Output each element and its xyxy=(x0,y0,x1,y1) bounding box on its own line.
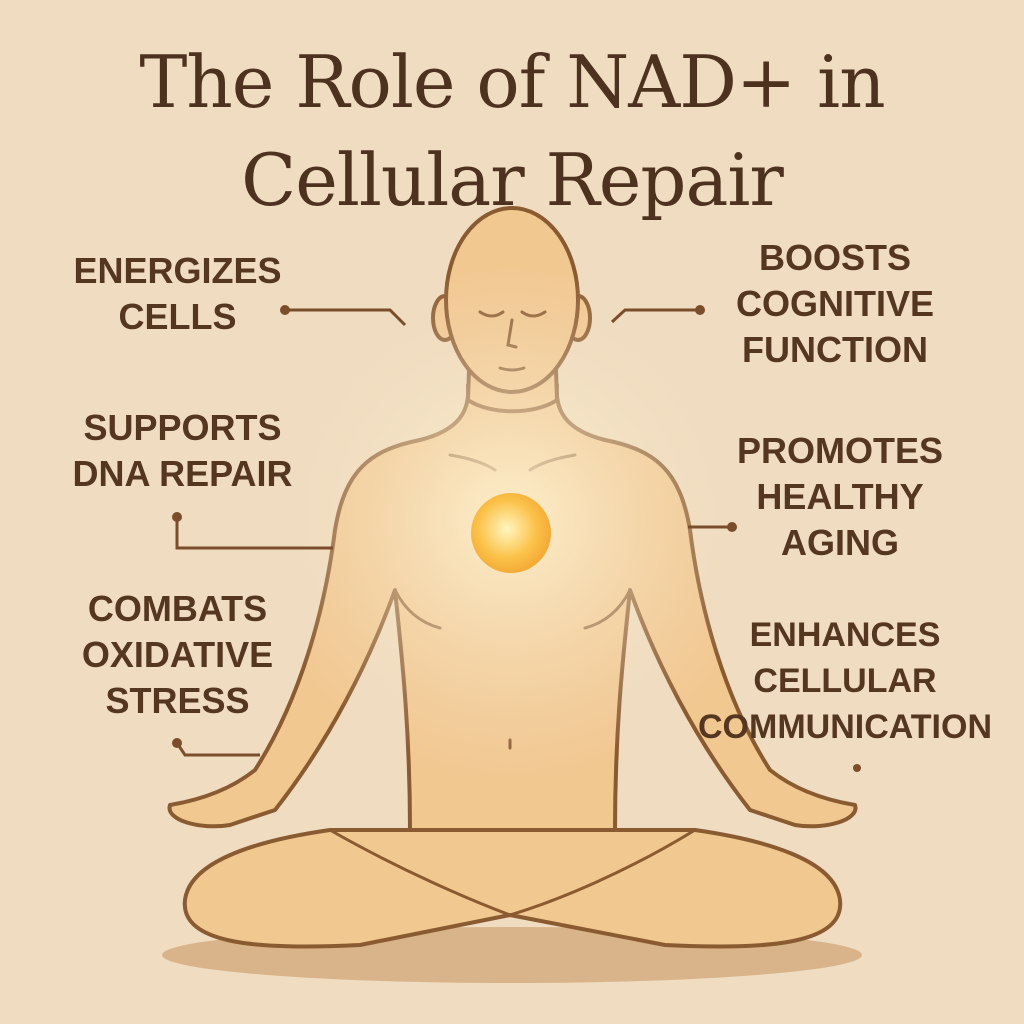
label-line: DNA REPAIR xyxy=(72,453,293,494)
label-line: HEALTHY xyxy=(756,476,924,517)
label-line: AGING xyxy=(780,522,899,563)
label-line: OXIDATIVE xyxy=(81,634,274,675)
label-combats-oxidative-stress: COMBATS OXIDATIVE STRESS xyxy=(65,586,290,724)
label-line: ENERGIZES xyxy=(73,250,282,291)
label-line: CELLULAR xyxy=(753,662,937,700)
nad-energy-orb xyxy=(471,493,551,573)
label-enhances-cellular-communication: ENHANCES CELLULAR COMMUNICATION xyxy=(690,612,1000,750)
label-line: ENHANCES xyxy=(749,616,941,654)
label-line: COGNITIVE xyxy=(735,283,935,324)
label-line: BOOSTS xyxy=(758,237,911,278)
label-line: SUPPORTS xyxy=(83,407,282,448)
label-line: COMMUNICATION xyxy=(698,708,992,746)
label-line: FUNCTION xyxy=(742,329,928,370)
label-line: STRESS xyxy=(105,680,250,721)
crossed-legs xyxy=(182,828,843,949)
label-line: CELLS xyxy=(118,296,237,337)
title-line-2: Cellular Repair xyxy=(241,138,784,222)
label-promotes-healthy-aging: PROMOTES HEALTHY AGING xyxy=(725,428,955,566)
label-energizes-cells: ENERGIZES CELLS xyxy=(60,248,295,340)
label-supports-dna-repair: SUPPORTS DNA REPAIR xyxy=(60,405,305,497)
connector-dots xyxy=(172,305,861,772)
label-line: COMBATS xyxy=(87,588,268,629)
label-line: PROMOTES xyxy=(736,430,943,471)
page-title: The Role of NAD+ in Cellular Repair xyxy=(0,40,1024,222)
title-line-1: The Role of NAD+ in xyxy=(139,40,885,124)
label-boosts-cognitive-function: BOOSTS COGNITIVE FUNCTION xyxy=(720,235,950,373)
